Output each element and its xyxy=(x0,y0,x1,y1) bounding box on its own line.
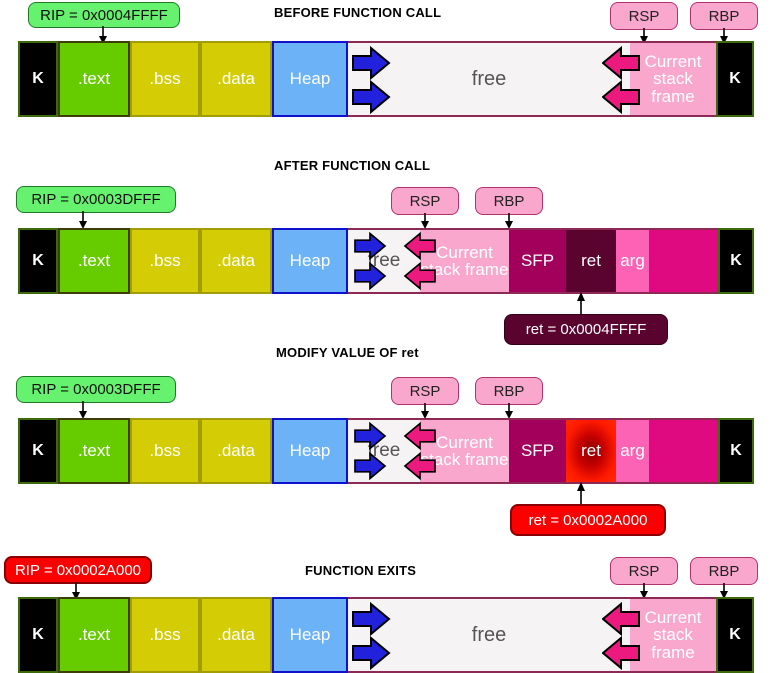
memory-bar-after: K .text .bss .data Heap free Current sta… xyxy=(18,228,754,294)
rbp-callout-modify: RBP xyxy=(475,377,543,405)
ret-value-callout-modify: ret = 0x0002A000 xyxy=(510,504,666,536)
stack-growth-arrow-left-icon-before-2 xyxy=(602,81,640,113)
segment-ret-after: ret xyxy=(566,228,616,294)
rbp-callout-exits: RBP xyxy=(690,557,758,585)
rsp-pointer-arrow-after xyxy=(421,213,429,229)
rbp-callout-before: RBP xyxy=(690,2,758,30)
rsp-pointer-arrow-modify xyxy=(421,403,429,419)
segment-kernel-low-after: K xyxy=(18,228,58,294)
segment-text-before: .text xyxy=(58,41,130,117)
segment-label: Current stack frame xyxy=(644,52,702,106)
segment-free-after: free xyxy=(348,228,420,294)
section-title-after: AFTER FUNCTION CALL xyxy=(274,158,431,173)
segment-kernel-high-before: K xyxy=(716,41,754,117)
rbp-pointer-arrow-after xyxy=(505,213,513,229)
segment-caller-frame-after xyxy=(649,228,718,294)
segment-text-after: .text xyxy=(58,228,130,294)
rbp-pointer-arrow-exits xyxy=(720,583,728,599)
segment-heap-exits: Heap xyxy=(272,597,348,673)
rip-callout-after: RIP = 0x0003DFFF xyxy=(16,186,176,213)
stack-growth-arrow-left-icon-exits-1 xyxy=(602,603,640,635)
segment-free-exits: free xyxy=(348,597,630,673)
section-title-exits: FUNCTION EXITS xyxy=(305,563,417,578)
segment-label: Current stack frame xyxy=(644,608,702,662)
segment-current-stack-frame-modify: Current stack frame xyxy=(420,418,509,484)
rsp-callout-before: RSP xyxy=(610,2,678,30)
segment-heap-modify: Heap xyxy=(272,418,348,484)
rip-callout-before: RIP = 0x0004FFFF xyxy=(28,2,180,28)
segment-arg-modify: arg xyxy=(616,418,649,484)
section-title-before: BEFORE FUNCTION CALL xyxy=(274,5,442,20)
rsp-callout-exits: RSP xyxy=(610,557,678,585)
memory-bar-modify: K .text .bss .data Heap free Current sta… xyxy=(18,418,754,484)
ret-pointer-arrow-modify xyxy=(577,482,585,504)
segment-bss-exits: .bss xyxy=(130,597,200,673)
rip-pointer-arrow-after xyxy=(79,211,87,229)
stack-growth-arrow-left-icon-modify-1 xyxy=(404,422,436,450)
segment-kernel-low-exits: K xyxy=(18,597,58,673)
rsp-pointer-arrow-exits xyxy=(640,583,648,599)
rsp-callout-modify: RSP xyxy=(391,377,459,405)
segment-kernel-low-before: K xyxy=(18,41,58,117)
rsp-pointer-arrow-before xyxy=(640,28,648,44)
rbp-pointer-arrow-before xyxy=(720,28,728,44)
heap-growth-arrow-right-icon-before-2 xyxy=(352,81,390,113)
rbp-callout-after: RBP xyxy=(475,187,543,215)
segment-ret-modify: ret xyxy=(566,418,616,484)
segment-current-stack-frame-exits: Current stack frame xyxy=(630,597,716,673)
rsp-callout-after: RSP xyxy=(391,187,459,215)
heap-growth-arrow-right-icon-after-2 xyxy=(354,262,386,290)
segment-current-stack-frame-before: Current stack frame xyxy=(630,41,716,117)
ret-value-callout-after: ret = 0x0004FFFF xyxy=(504,314,668,345)
segment-free-modify: free xyxy=(348,418,420,484)
heap-growth-arrow-right-icon-exits-2 xyxy=(352,637,390,669)
memory-bar-before: K .text .bss .data Heap free Current sta… xyxy=(18,41,754,117)
stack-growth-arrow-left-icon-before-1 xyxy=(602,47,640,79)
segment-sfp-after: SFP xyxy=(509,228,566,294)
segment-data-after: .data xyxy=(200,228,272,294)
segment-free-before: free xyxy=(348,41,630,117)
segment-current-stack-frame-after: Current stack frame xyxy=(420,228,509,294)
segment-bss-after: .bss xyxy=(130,228,200,294)
segment-arg-after: arg xyxy=(616,228,649,294)
segment-data-before: .data xyxy=(200,41,272,117)
heap-growth-arrow-right-icon-after-1 xyxy=(354,232,386,260)
segment-kernel-low-modify: K xyxy=(18,418,58,484)
heap-growth-arrow-right-icon-exits-1 xyxy=(352,603,390,635)
segment-sfp-modify: SFP xyxy=(509,418,566,484)
segment-label: Current stack frame xyxy=(420,432,509,469)
segment-kernel-high-after: K xyxy=(718,228,754,294)
segment-kernel-high-modify: K xyxy=(718,418,754,484)
ret-pointer-arrow-after xyxy=(577,292,585,314)
segment-heap-before: Heap xyxy=(272,41,348,117)
rip-pointer-arrow-modify xyxy=(79,401,87,419)
segment-bss-modify: .bss xyxy=(130,418,200,484)
segment-text-modify: .text xyxy=(58,418,130,484)
heap-growth-arrow-right-icon-before-1 xyxy=(352,47,390,79)
section-title-modify: MODIFY VALUE OF ret xyxy=(276,345,419,360)
rip-callout-exits: RIP = 0x0002A000 xyxy=(4,556,152,584)
stack-growth-arrow-left-icon-after-1 xyxy=(404,232,436,260)
rip-callout-modify: RIP = 0x0003DFFF xyxy=(16,376,176,403)
segment-text-exits: .text xyxy=(58,597,130,673)
segment-kernel-high-exits: K xyxy=(716,597,754,673)
rip-pointer-arrow-exits xyxy=(72,582,80,600)
segment-data-exits: .data xyxy=(200,597,272,673)
stack-growth-arrow-left-icon-exits-2 xyxy=(602,637,640,669)
heap-growth-arrow-right-icon-modify-1 xyxy=(354,422,386,450)
rip-pointer-arrow-before xyxy=(99,26,107,44)
segment-label: Current stack frame xyxy=(420,242,509,279)
segment-bss-before: .bss xyxy=(130,41,200,117)
rbp-pointer-arrow-modify xyxy=(505,403,513,419)
segment-data-modify: .data xyxy=(200,418,272,484)
segment-heap-after: Heap xyxy=(272,228,348,294)
heap-growth-arrow-right-icon-modify-2 xyxy=(354,452,386,480)
stack-growth-arrow-left-icon-modify-2 xyxy=(404,452,436,480)
segment-caller-frame-modify xyxy=(649,418,718,484)
stack-growth-arrow-left-icon-after-2 xyxy=(404,262,436,290)
